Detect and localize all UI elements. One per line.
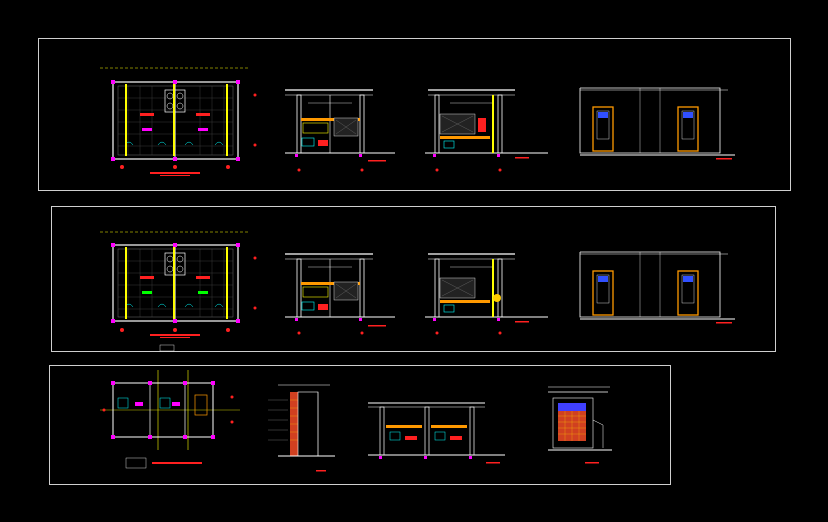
section-b-1 [425, 89, 548, 172]
section-a-1 [285, 89, 395, 172]
elevation-1 [579, 87, 735, 160]
elevation-2 [579, 251, 735, 324]
floor-plan-1 [100, 67, 257, 176]
sheet-frame-1 [38, 38, 791, 191]
section-a-2 [285, 253, 395, 335]
brick-detail [548, 386, 612, 464]
sheet-frame-3 [49, 365, 671, 485]
sheet-frame-2 [51, 206, 776, 352]
wall-detail [268, 384, 335, 472]
floor-plan-3 [100, 370, 240, 469]
section-3 [368, 402, 505, 464]
section-b-2 [425, 253, 548, 335]
floor-plan-2 [100, 231, 257, 352]
